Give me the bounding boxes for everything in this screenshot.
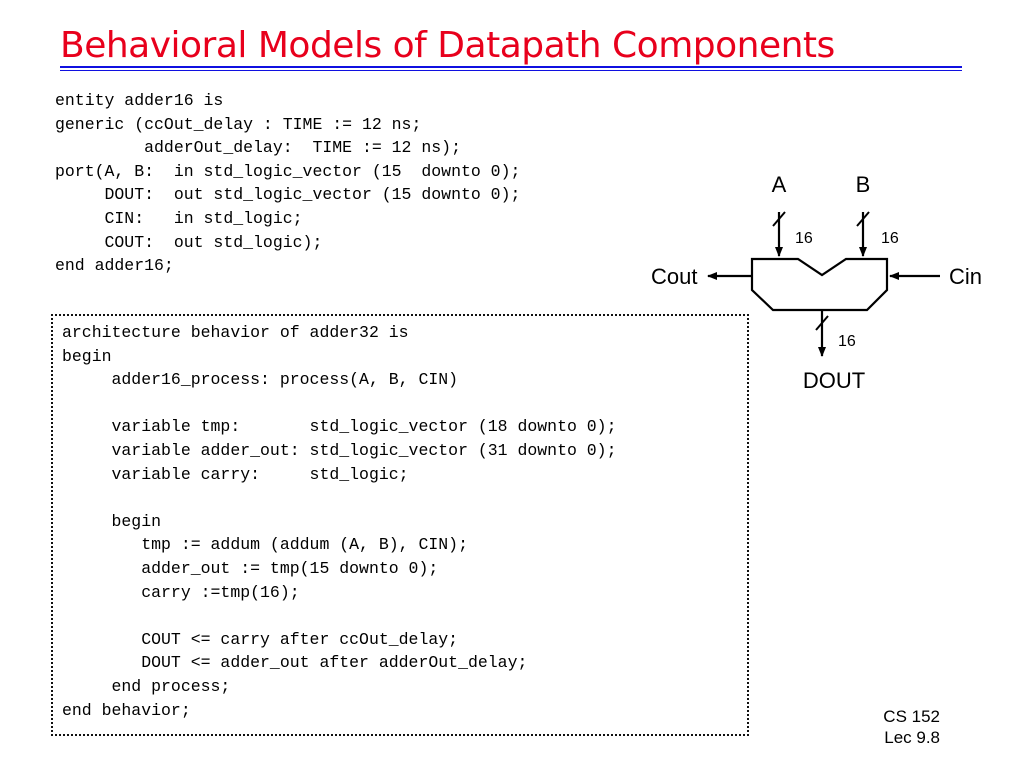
title-underline xyxy=(60,66,962,68)
width-b-label: 16 xyxy=(881,230,899,247)
width-out-label: 16 xyxy=(838,333,856,350)
code-line: variable carry: std_logic; xyxy=(62,464,409,484)
code-line: generic (ccOut_delay : TIME := 12 ns; xyxy=(55,114,422,134)
code-line: begin xyxy=(62,511,162,531)
input-a-label: A xyxy=(772,172,787,197)
slide-footer: CS 152 Lec 9.8 xyxy=(860,706,940,748)
code-line: port(A, B: in std_logic_vector (15 downt… xyxy=(55,161,521,181)
code-line: entity adder16 is xyxy=(55,91,224,110)
architecture-code-block: architecture behavior of adder32 is begi… xyxy=(62,321,617,722)
code-line: variable adder_out: std_logic_vector (31… xyxy=(62,440,617,460)
code-line: begin xyxy=(62,346,112,366)
slide-title: Behavioral Models of Datapath Components xyxy=(60,25,835,66)
code-line: end behavior; xyxy=(62,700,191,720)
carry-out-label: Cout xyxy=(651,264,697,289)
code-line: tmp := addum (addum (A, B), CIN); xyxy=(62,535,468,555)
code-line: CIN: in std_logic; xyxy=(55,208,303,228)
adder-block-diagram: A B 16 16 Cout Cin 16 DOUT xyxy=(651,172,982,393)
code-line: adder_out := tmp(15 downto 0); xyxy=(62,558,439,578)
code-line: COUT <= carry after ccOut_delay; xyxy=(62,629,459,649)
code-line: adderOut_delay: TIME := 12 ns); xyxy=(55,138,461,158)
code-line: carry :=tmp(16); xyxy=(62,582,300,602)
carry-in-label: Cin xyxy=(949,264,982,289)
code-line: adder16_process: process(A, B, CIN) xyxy=(62,370,459,390)
lecture-label: Lec 9.8 xyxy=(884,728,940,747)
title-underline-secondary xyxy=(60,70,962,71)
code-line: end process; xyxy=(62,676,231,696)
architecture-dotted-box xyxy=(51,314,749,736)
width-a-label: 16 xyxy=(795,230,813,247)
bus-slash-b xyxy=(856,211,870,227)
input-b-label: B xyxy=(856,172,871,197)
course-label: CS 152 xyxy=(883,707,940,726)
bus-slash-dout xyxy=(815,315,829,331)
output-dout-label: DOUT xyxy=(803,368,865,393)
code-line: end adder16; xyxy=(55,256,174,276)
code-line: variable tmp: std_logic_vector (18 downt… xyxy=(62,417,617,437)
code-line: DOUT: out std_logic_vector (15 downto 0)… xyxy=(55,185,521,205)
entity-code-block: entity adder16 is generic (ccOut_delay :… xyxy=(55,89,520,278)
bus-slash-a xyxy=(772,211,786,227)
code-line: architecture behavior of adder32 is xyxy=(62,323,409,342)
code-line: DOUT <= adder_out after adderOut_delay; xyxy=(62,653,528,673)
adder-shape xyxy=(750,257,889,312)
code-line: COUT: out std_logic); xyxy=(55,232,323,252)
